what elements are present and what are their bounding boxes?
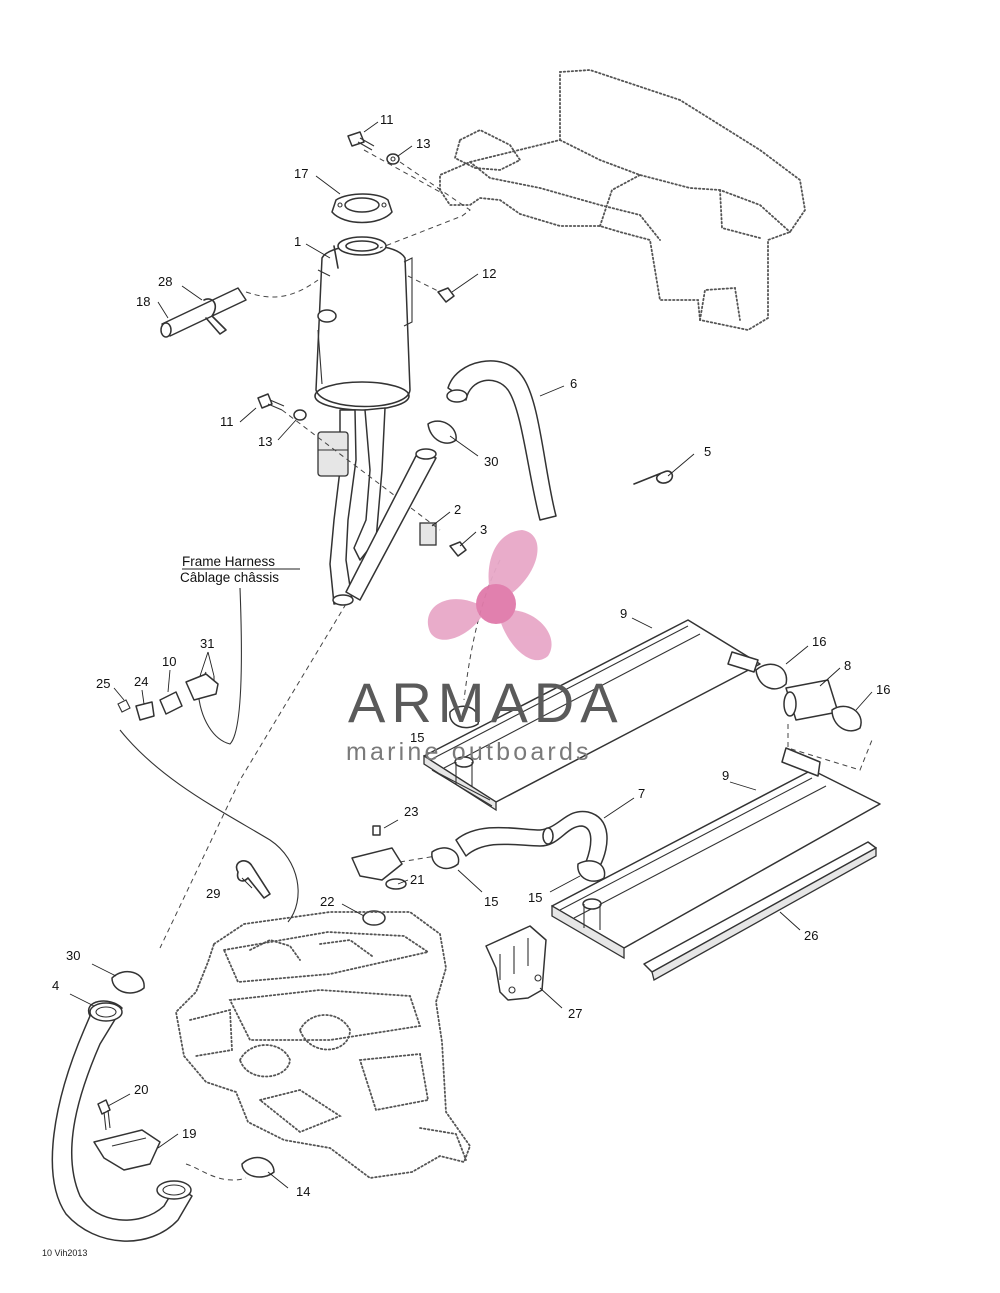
callout-9-upper: 9 bbox=[620, 606, 627, 621]
callout-13-top: 13 bbox=[416, 136, 430, 151]
callout-7: 7 bbox=[638, 786, 645, 801]
callout-17: 17 bbox=[294, 166, 308, 181]
callout-24: 24 bbox=[134, 674, 148, 689]
callout-12: 12 bbox=[482, 266, 496, 281]
breather-hose bbox=[160, 279, 319, 338]
callout-3: 3 bbox=[480, 522, 487, 537]
callout-28: 28 bbox=[158, 274, 172, 289]
hose-2 bbox=[345, 448, 437, 601]
propeller-hub bbox=[476, 584, 516, 624]
radiator-upper bbox=[423, 619, 761, 812]
callout-26: 26 bbox=[804, 928, 818, 943]
callout-18: 18 bbox=[136, 294, 150, 309]
callout-31: 31 bbox=[200, 636, 214, 651]
callout-15-right: 15 bbox=[528, 890, 542, 905]
callout-19: 19 bbox=[182, 1126, 196, 1141]
engine-block bbox=[175, 911, 472, 1179]
bracket-19 bbox=[93, 1129, 161, 1171]
radiator-lower bbox=[551, 747, 881, 960]
rail-26 bbox=[643, 841, 877, 981]
callout-29: 29 bbox=[206, 886, 220, 901]
frame-harness-wiring bbox=[117, 587, 299, 923]
callout-15-upper: 15 bbox=[410, 730, 424, 745]
callout-11-top: 11 bbox=[380, 112, 394, 127]
callout-16-lower: 16 bbox=[876, 682, 890, 697]
reference-code: 10 Vih2013 bbox=[42, 1248, 87, 1258]
callout-22: 22 bbox=[320, 894, 334, 909]
callout-11-mid: 11 bbox=[220, 414, 234, 429]
fasteners-middle bbox=[257, 393, 467, 557]
callout-25: 25 bbox=[96, 676, 110, 691]
propeller-blade-left bbox=[427, 599, 484, 640]
clip-29 bbox=[235, 860, 271, 899]
connector-hose-8 bbox=[755, 663, 873, 771]
frame-outline bbox=[439, 69, 806, 331]
callout-20: 20 bbox=[134, 1082, 148, 1097]
clamp-15-upper bbox=[449, 705, 480, 729]
propeller-blade-right bbox=[500, 610, 552, 661]
callout-30-top: 30 bbox=[484, 454, 498, 469]
frame-harness-label-fr: Câblage châssis bbox=[180, 570, 279, 585]
callout-27: 27 bbox=[568, 1006, 582, 1021]
screw-20 bbox=[97, 1099, 111, 1131]
callout-10: 10 bbox=[162, 654, 176, 669]
watermark-brand: ARMADA bbox=[348, 671, 624, 734]
armada-logo bbox=[427, 530, 552, 661]
propeller-blade-top bbox=[488, 530, 538, 600]
callout-9-lower: 9 bbox=[722, 768, 729, 783]
hose-4 bbox=[51, 1000, 193, 1242]
fasteners-upper bbox=[347, 131, 455, 303]
bracket-27 bbox=[485, 925, 547, 1001]
callout-13-mid: 13 bbox=[258, 434, 272, 449]
callout-4: 4 bbox=[52, 978, 59, 993]
callout-6: 6 bbox=[570, 376, 577, 391]
clamp-30-lower bbox=[111, 970, 145, 994]
leader-lines bbox=[69, 121, 873, 1189]
callout-30-lower: 30 bbox=[66, 948, 80, 963]
reservoir-outlet-tube bbox=[317, 407, 386, 606]
callout-1: 1 bbox=[294, 234, 301, 249]
clamp-14 bbox=[241, 1156, 275, 1178]
assembly-lines bbox=[159, 149, 501, 1181]
clamp-5 bbox=[633, 470, 674, 485]
callout-8: 8 bbox=[844, 658, 851, 673]
frame-harness-label: Frame Harness bbox=[182, 554, 275, 569]
reservoir-cap bbox=[331, 193, 393, 224]
thermostat-housing bbox=[351, 825, 407, 926]
callout-2: 2 bbox=[454, 502, 461, 517]
watermark-tagline: marine outboards bbox=[346, 738, 592, 766]
callout-numbers: 11 13 17 1 12 28 18 6 11 13 30 5 2 3 9 3… bbox=[52, 112, 890, 1199]
callout-15-middle: 15 bbox=[484, 894, 498, 909]
callout-21: 21 bbox=[410, 872, 424, 887]
callout-16-upper: 16 bbox=[812, 634, 826, 649]
callout-23: 23 bbox=[404, 804, 418, 819]
callout-14: 14 bbox=[296, 1184, 310, 1199]
hose-6 bbox=[427, 360, 557, 521]
coolant-reservoir bbox=[314, 236, 413, 411]
hose-7 bbox=[431, 810, 608, 882]
callout-5: 5 bbox=[704, 444, 711, 459]
